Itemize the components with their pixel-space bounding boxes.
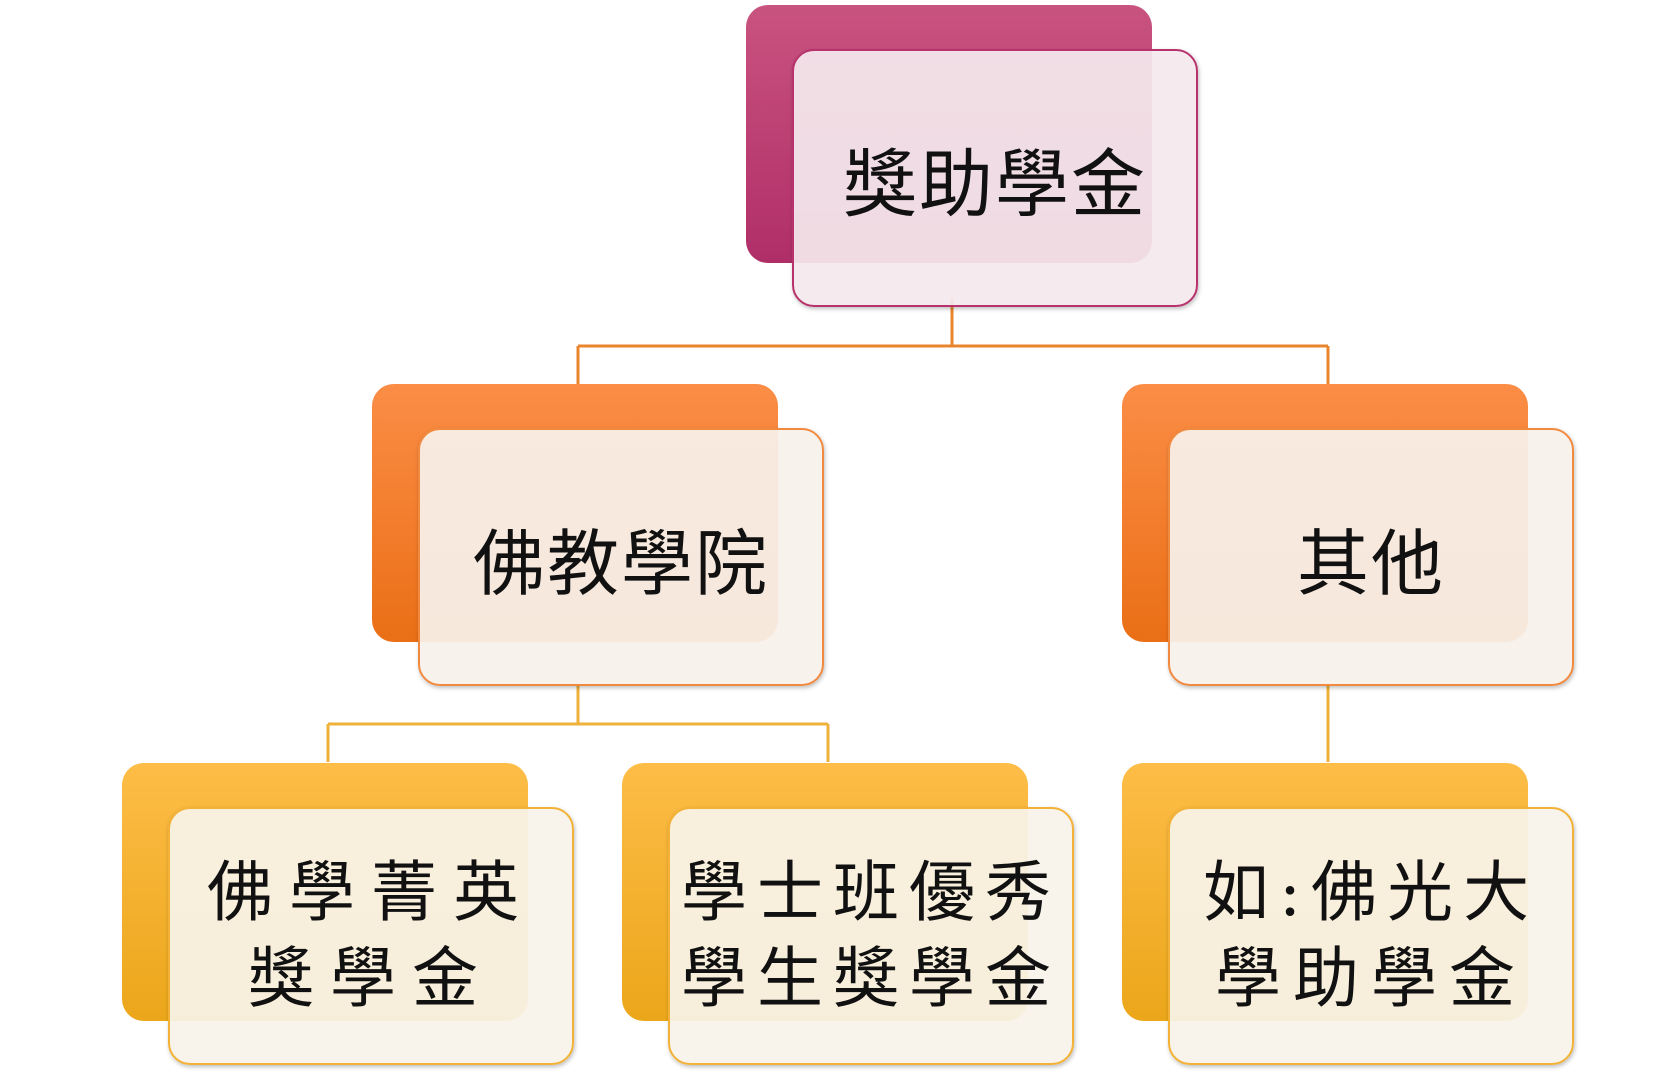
node-buddhist-elite-line2: 獎學金: [248, 940, 494, 1017]
connector-buddhist-college-to-children: [326, 685, 830, 762]
node-buddhist-college-label: 佛教學院: [472, 521, 769, 606]
node-bachelor-excellent-card: 學士班優秀 學生獎學金: [668, 807, 1074, 1065]
node-root-card: 獎助學金: [792, 49, 1198, 307]
node-fgu-grant-line2: 學助學金: [1215, 940, 1527, 1017]
node-buddhist-elite-line1: 佛學菁英: [207, 854, 535, 931]
node-root-label: 獎助學金: [843, 141, 1147, 228]
node-fgu-grant-line1: 如:佛光大: [1202, 854, 1540, 931]
node-fgu-grant-card: 如:佛光大 學助學金: [1168, 807, 1574, 1065]
node-other-label: 其他: [1296, 521, 1445, 606]
node-bachelor-excellent-line1: 學士班優秀: [681, 854, 1061, 931]
node-bachelor-excellent-line2: 學生獎學金: [681, 940, 1061, 1017]
node-buddhist-elite-card: 佛學菁英 獎學金: [168, 807, 574, 1065]
connector-root-to-level1: [576, 300, 1330, 386]
node-buddhist-college-card: 佛教學院: [418, 428, 824, 686]
node-other-card: 其他: [1168, 428, 1574, 686]
